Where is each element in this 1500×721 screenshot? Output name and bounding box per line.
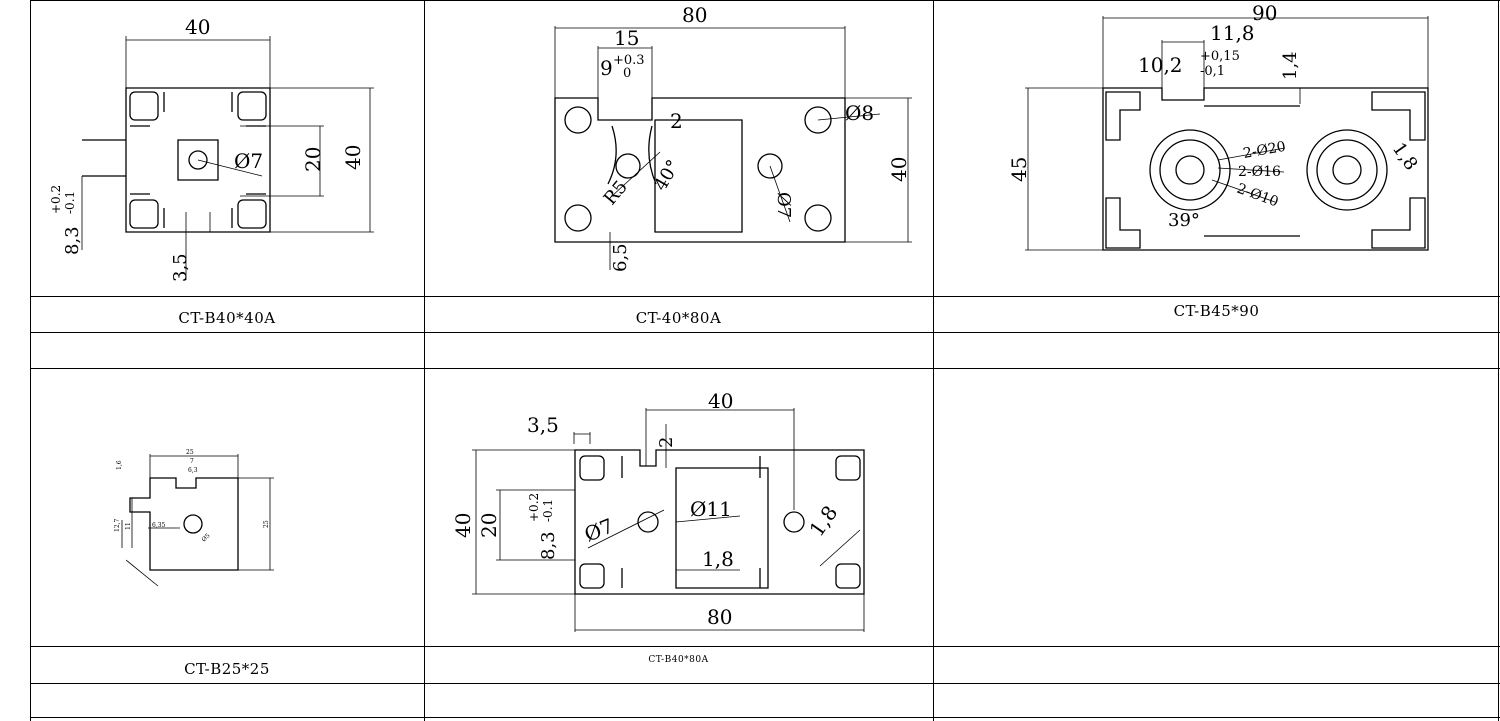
grid-row-line-1 [30,296,1500,297]
dim-slot-tol-lower: -0.1 [63,191,77,214]
dim-s1: 7 [190,458,194,465]
dim-wall: 2 [670,109,683,133]
dim-slot-tol-lower: -0.1 [541,499,555,522]
dim-ring-outer: 2-Ø20 [1242,139,1287,162]
grid-left-line [30,0,31,721]
dim-angle: 39° [1168,210,1200,231]
dim-hole-center: Ø11 [690,497,732,521]
grid-row-line-3 [30,368,1500,369]
dim-slot-tol-upper: +0.3 [613,53,645,68]
dim-slot-tol-upper: +0,15 [1200,49,1240,64]
grid-top-line [30,0,1500,1]
dim-s2: 6,3 [188,467,198,474]
dim-height: 40 [451,513,475,538]
dim-wall-right: 1,8 [804,501,842,541]
dim-width: 90 [1252,1,1277,25]
dim-width: 40 [185,15,210,39]
profile-b40x40a: 40 40 20 Ø7 8,3 +0.2 -0.1 3,5 [49,15,374,282]
grid-row-line-6 [30,717,1500,718]
dim-width: 80 [707,605,732,629]
dim-w: 25 [186,449,194,456]
dim-lip: 2 [656,437,677,448]
dim-inner: 20 [301,147,325,172]
dim-slot-tol-upper: +0.2 [527,493,541,522]
grid-right-line [1498,0,1499,721]
dim-hole-left: Ø7 [581,513,617,546]
dim-h2: 12,7 [114,518,121,532]
dim-h3: 11 [125,522,132,530]
dim-slot-tol-lower: -0,1 [1200,64,1225,79]
dim-height: 45 [1007,157,1031,182]
profile-label-b45x90: CT-B45*90 [1173,302,1260,320]
dim-slot-tol-upper: +0.2 [49,185,63,214]
dim-hole: Ø7 [234,149,263,173]
grid-col-line-1 [424,0,425,721]
dim-height: 40 [341,145,365,170]
dim-slot-width: 15 [614,26,639,50]
grid-col-line-2 [933,0,934,721]
dim-inner: 20 [477,513,501,538]
dim-slot-depth: 9 [600,56,613,80]
dim-wall-inner: 1,8 [702,547,734,571]
profile-ct40x80a: 80 15 9 +0.3 0 2 Ø8 40 R5 40° Ø7 6,5 [554,3,912,272]
dim-radius: R5 [600,177,632,210]
dim-h1: 1,6 [116,460,123,470]
dim-slot-depth: 10,2 [1138,53,1183,77]
profile-label-b40x40a: CT-B40*40A [178,309,276,327]
dim-lip: 1,4 [1280,51,1301,80]
dim-width: 80 [682,3,707,27]
dim-slot: 8,3 [538,531,559,560]
dim-wall: 3,5 [527,413,559,437]
dim-h5: 25 [263,520,270,528]
profile-b40x80a: 40 3,5 2 40 20 8,3 +0.2 -0.1 Ø7 Ø11 1,8 … [451,389,865,632]
dim-height: 40 [887,157,911,182]
dim-bottom: 6,5 [610,243,631,272]
dim-top: 40 [708,389,733,413]
dim-wall: 3,5 [170,253,191,282]
dim-h4: 6,35 [152,522,166,529]
dim-slot-width: 11,8 [1210,21,1255,45]
dim-hole-top: Ø8 [845,101,874,125]
dim-slot-tol-lower: 0 [623,66,631,81]
profile-label-b40x80a: CT-B40*80A [648,655,709,665]
dim-ring-mid: 2-Ø16 [1238,164,1281,180]
dim-hole: Ø5 [200,532,211,543]
profile-label-b25x25: CT-B25*25 [184,660,270,678]
profile-b45x90: 90 11,8 10,2 +0,15 -0,1 1,4 45 2-Ø20 2-Ø… [1007,1,1429,251]
grid-row-line-5 [30,683,1500,684]
grid-row-line-4 [30,646,1500,647]
dim-ring-inner: 2-Ø10 [1235,181,1281,211]
dim-slot: 8,3 [62,226,83,255]
profile-b25x25: 25 7 6,3 1,6 12,7 11 6,35 25 Ø5 [114,449,274,587]
grid-row-line-2 [30,332,1500,333]
profile-label-ct40x80a: CT-40*80A [635,309,722,327]
dim-hole-bottom: Ø7 [773,192,794,218]
dim-wall: 1,8 [1388,139,1422,175]
